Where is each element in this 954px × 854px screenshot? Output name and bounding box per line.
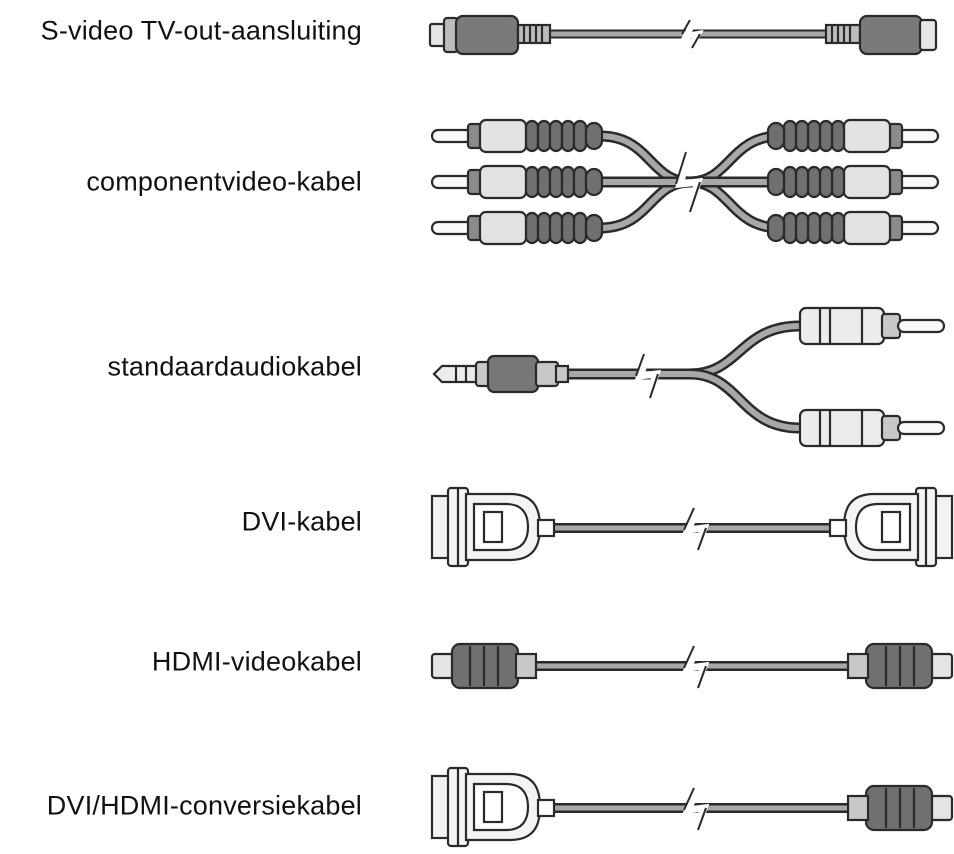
hdmi-cable-icon xyxy=(430,642,954,690)
label-svideo: S-video TV-out-aansluiting xyxy=(40,15,362,46)
dvi-cable-icon xyxy=(430,486,954,568)
label-dvi-hdmi: DVI/HDMI-conversiekabel xyxy=(46,790,362,821)
dvi-hdmi-cable-icon xyxy=(430,766,954,848)
audio-cable-icon xyxy=(432,306,946,448)
label-dvi: DVI-kabel xyxy=(241,506,362,537)
component-video-cable-icon xyxy=(430,118,940,246)
svideo-cable-icon xyxy=(428,14,938,56)
label-hdmi: HDMI-videokabel xyxy=(151,646,362,677)
label-component: componentvideo-kabel xyxy=(86,166,362,197)
label-audio: standaardaudiokabel xyxy=(107,351,362,382)
